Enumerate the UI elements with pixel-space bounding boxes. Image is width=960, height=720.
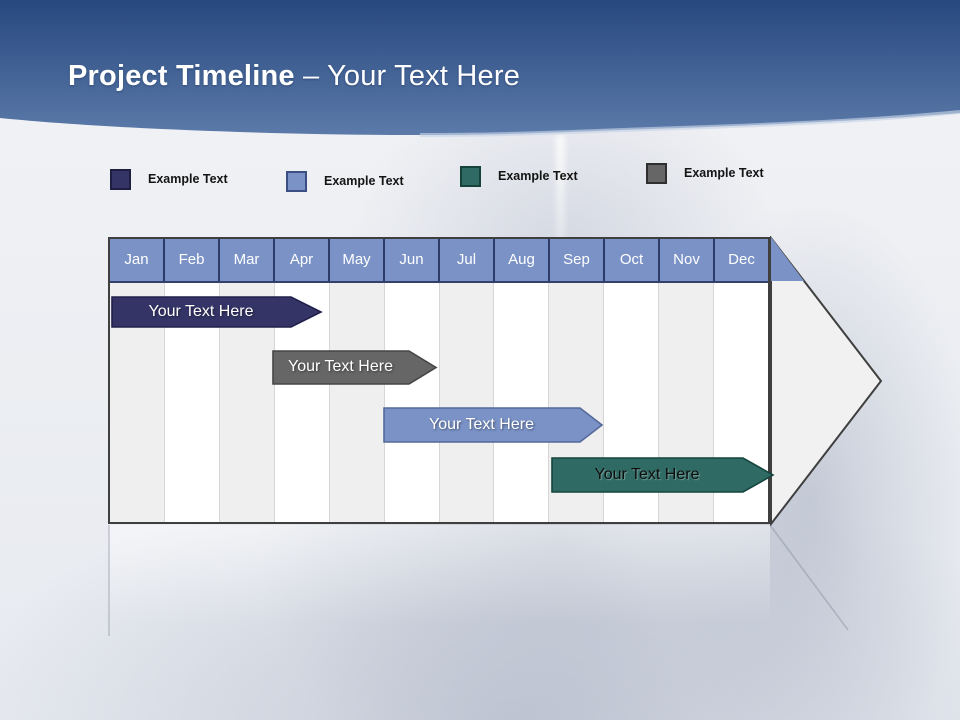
task-bar-3-shape — [383, 407, 604, 443]
slide-title[interactable]: Project Timeline – Your Text Here — [68, 60, 928, 93]
task-bar-2-label: Your Text Here — [288, 358, 393, 375]
month-cell-sep[interactable]: Sep — [548, 239, 603, 281]
task-bar-4-shape — [551, 457, 775, 493]
task-bar-4-label: Your Text Here — [594, 466, 700, 483]
slide-title-light: – Your Text Here — [294, 60, 521, 92]
timeline-arrow-tip — [770, 236, 883, 526]
month-cell-jan[interactable]: Jan — [124, 251, 149, 268]
timeline-column — [439, 283, 495, 522]
month-cell-dec[interactable]: Dec — [713, 239, 768, 281]
month-cell-oct[interactable]: Oct — [603, 239, 658, 281]
month-cell-mar[interactable]: Mar — [218, 239, 273, 281]
background-waterfall-streak — [556, 135, 565, 295]
legend-swatch-navy — [110, 169, 131, 190]
legend-swatch-gray — [646, 163, 667, 184]
legend-swatch-blue — [286, 171, 307, 192]
task-bar-1[interactable]: Your Text Here — [111, 296, 323, 328]
month-cell-jul[interactable]: Jul — [438, 239, 493, 281]
timeline-month-header: Jan Feb Mar Apr May Jun Jul Aug Sep Oct … — [110, 239, 768, 283]
task-bar-2-shape — [272, 350, 438, 385]
task-bar-1-label: Your Text Here — [148, 303, 254, 320]
header-wave-shape — [0, 0, 960, 137]
month-cell-nov[interactable]: Nov — [658, 239, 713, 281]
task-bar-1-shape — [111, 296, 323, 328]
month-cell-jun[interactable]: Jun — [383, 239, 438, 281]
legend-label: Example Text — [684, 166, 764, 180]
legend-label: Example Text — [324, 174, 404, 188]
legend-swatch-teal — [460, 166, 481, 187]
month-cell-may[interactable]: May — [328, 239, 383, 281]
timeline-column — [384, 283, 440, 522]
task-bar-3[interactable]: Your Text Here — [383, 407, 604, 443]
task-bar-3-label: Your Text Here — [429, 416, 534, 433]
timeline-column — [329, 283, 385, 522]
month-cell-feb[interactable]: Feb — [163, 239, 218, 281]
timeline-column — [494, 283, 550, 522]
month-cell-aug[interactable]: Aug — [493, 239, 548, 281]
legend-label: Example Text — [498, 169, 578, 183]
task-bar-4[interactable]: Your Text Here — [551, 457, 775, 493]
task-bar-2[interactable]: Your Text Here — [272, 350, 438, 385]
slide-title-bold: Project Timeline — [68, 60, 295, 92]
legend-label: Example Text — [148, 172, 228, 186]
month-cell-apr[interactable]: Apr — [273, 239, 328, 281]
